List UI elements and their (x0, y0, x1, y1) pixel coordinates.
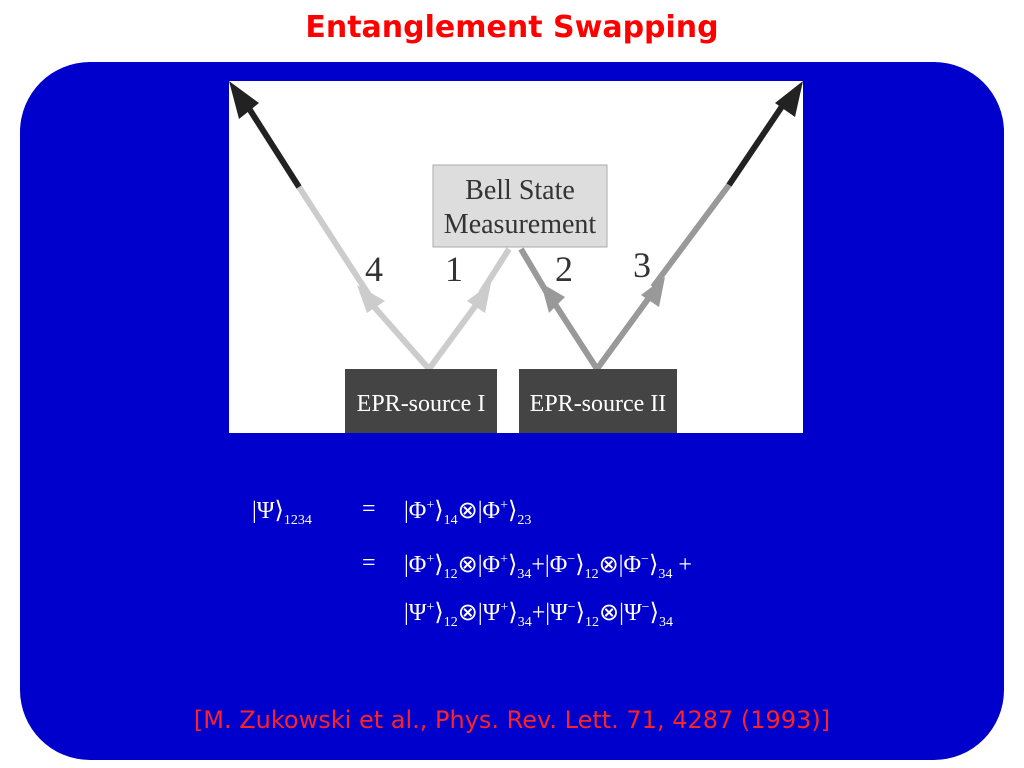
equation-token: 34 (658, 567, 673, 582)
equation-token: ⊗|Φ (457, 498, 501, 524)
photon-4-detected (240, 97, 302, 189)
equation-token: − (567, 552, 576, 567)
equation-token: + (500, 552, 509, 567)
equation-token: 12 (585, 615, 600, 630)
equation-token: + (500, 600, 509, 615)
equation-token: 12 (443, 615, 458, 630)
epr-source-1-label: EPR-source I (357, 391, 486, 417)
equation-line-2: |Φ+⟩12⊗|Φ+⟩34+|Φ−⟩12⊗|Φ−⟩34 + (404, 550, 692, 583)
equation-token: 34 (658, 615, 673, 630)
photon-2-lower (550, 299, 600, 371)
equation-token: +|Ψ (531, 600, 568, 626)
equation-token: +|Φ (531, 552, 568, 578)
equation-token: − (641, 600, 650, 615)
lhs-ket: |Ψ⟩ (252, 498, 284, 524)
photon-label-4: 4 (365, 249, 383, 289)
photon-3-end-arrowhead (775, 81, 803, 117)
equation-token: ⟩ (649, 600, 659, 626)
equation-token: ⟩ (648, 552, 659, 578)
equation-token: 12 (443, 567, 458, 582)
equation-token: ⟩ (508, 552, 518, 578)
equation-lhs: |Ψ⟩1234 (252, 496, 312, 529)
equation-token: − (567, 600, 576, 615)
photon-1-upper (478, 247, 512, 295)
equation-token: + (672, 552, 692, 578)
photon-3-upper (650, 183, 732, 289)
equation-token: ⟩ (508, 600, 518, 626)
equation-line-1: |Φ+⟩14⊗|Φ+⟩23 (404, 496, 531, 529)
equation-token: ⟩ (575, 552, 585, 578)
equation-token: + (426, 600, 435, 615)
equation-token: ⟩ (434, 600, 444, 626)
photon-3-lower (594, 293, 654, 371)
photon-4-upper (296, 185, 372, 297)
photon-4-end-arrowhead (229, 81, 259, 119)
equation-token: ⟩ (434, 498, 444, 524)
equation-token: 12 (584, 567, 599, 582)
equals-sign-1: = (362, 496, 376, 522)
equals-sign-2: = (362, 550, 376, 576)
photon-4-lower (366, 299, 432, 371)
equation-token: ⊗|Φ (457, 552, 501, 578)
equation-token: 34 (517, 567, 532, 582)
equation-token: 23 (517, 513, 532, 528)
bsm-box (432, 164, 608, 248)
equation-token: 14 (443, 513, 458, 528)
photon-label-3: 3 (633, 245, 651, 285)
equation-token: 34 (517, 615, 532, 630)
equation-token: ⟩ (434, 552, 444, 578)
diagram-svg: Bell State Measurement 4 1 2 3 EPR-sourc… (229, 81, 803, 433)
equation-token: ⊗|Ψ (599, 600, 642, 626)
equation-token: + (426, 552, 435, 567)
lhs-subscript: 1234 (283, 513, 312, 528)
equation-token: ⟩ (575, 600, 586, 626)
equation-token: ⟩ (508, 498, 518, 524)
citation: [M. Zukowski et al., Phys. Rev. Lett. 71… (193, 706, 831, 734)
equation-token: ⊗|Φ (598, 552, 642, 578)
photon-1-lower (426, 299, 482, 371)
photon-3-arrowhead (641, 277, 665, 307)
equation-line-3: |Ψ+⟩12⊗|Ψ+⟩34+|Ψ−⟩12⊗|Ψ−⟩34 (404, 598, 673, 631)
equation-token: |Φ (404, 552, 427, 578)
epr-source-1-box (345, 369, 497, 433)
equation-token: |Φ (404, 498, 427, 524)
epr-source-2-label: EPR-source II (530, 391, 667, 417)
equation-token: + (500, 498, 509, 513)
bsm-label-line1: Bell State (465, 175, 575, 206)
photon-label-2: 2 (555, 249, 573, 289)
equation-token: ⊗|Ψ (457, 600, 501, 626)
equation-token: |Ψ (404, 600, 427, 626)
equation-token: + (426, 498, 435, 513)
photon-2-upper (518, 247, 550, 295)
photon-label-1: 1 (445, 249, 463, 289)
photon-3-detected (726, 97, 790, 187)
entanglement-swapping-diagram: Bell State Measurement 4 1 2 3 EPR-sourc… (229, 81, 803, 433)
photon-4-arrowhead (357, 285, 385, 313)
epr-source-2-box (519, 369, 677, 433)
slide-title: Entanglement Swapping (305, 10, 719, 45)
equation-token: − (641, 552, 649, 567)
bsm-label-line2: Measurement (444, 209, 597, 240)
